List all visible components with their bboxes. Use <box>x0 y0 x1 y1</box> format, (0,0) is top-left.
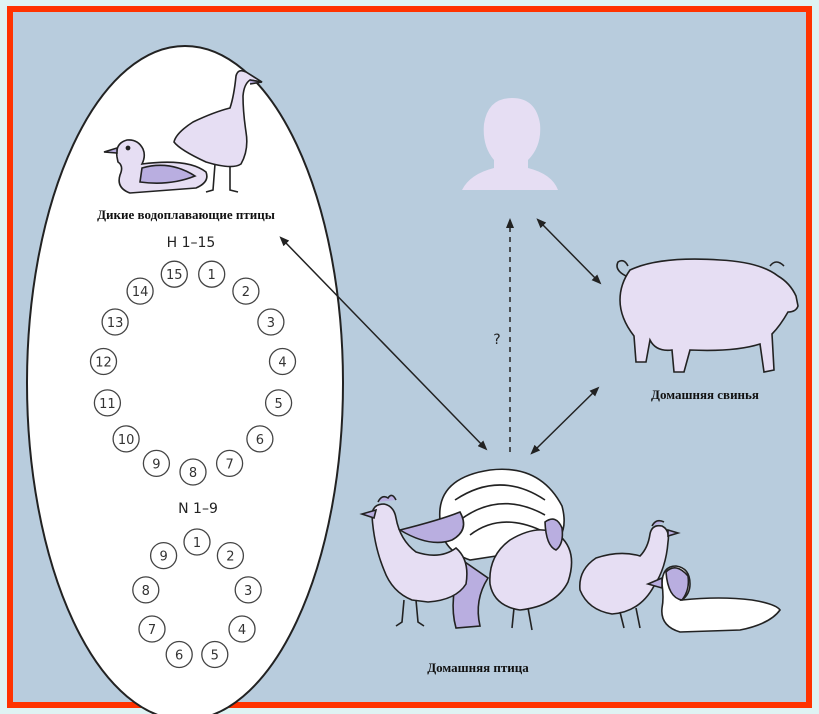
h-circles-number: 7 <box>225 457 233 472</box>
wild-birds-label: Дикие водоплавающие птицы <box>97 207 275 222</box>
h-circles-number: 5 <box>274 397 282 412</box>
n-circles-number: 7 <box>148 623 156 638</box>
h-circles-number: 10 <box>118 433 135 448</box>
h-circles-number: 11 <box>99 397 116 412</box>
h-circles-number: 1 <box>208 268 216 283</box>
h-circles-number: 9 <box>152 457 160 472</box>
h-circles-number: 13 <box>107 316 124 331</box>
h-circles-number: 8 <box>189 466 197 481</box>
h-circles-number: 12 <box>95 356 112 371</box>
n-circles-number: 2 <box>226 550 234 565</box>
n-circles-number: 8 <box>142 584 150 599</box>
question-mark: ? <box>493 332 500 348</box>
h-circles-number: 4 <box>278 356 286 371</box>
n-circles-number: 9 <box>159 550 167 565</box>
n-circles-number: 3 <box>244 584 252 599</box>
h-circles-number: 6 <box>256 433 264 448</box>
n-circles-number: 6 <box>175 649 183 664</box>
h-circles-number: 2 <box>242 285 250 300</box>
poultry-label: Домашняя птица <box>427 660 529 675</box>
h-circles-number: 14 <box>132 285 149 300</box>
h-circles-number: 3 <box>267 316 275 331</box>
n-group-label: N 1–9 <box>178 501 218 517</box>
pig-label: Домашняя свинья <box>651 387 759 402</box>
h-circles-number: 15 <box>166 268 183 283</box>
n-circles-number: 4 <box>238 623 246 638</box>
n-circles-number: 1 <box>193 536 201 551</box>
n-circles-number: 5 <box>211 649 219 664</box>
h-group-label: Н 1–15 <box>167 235 216 251</box>
